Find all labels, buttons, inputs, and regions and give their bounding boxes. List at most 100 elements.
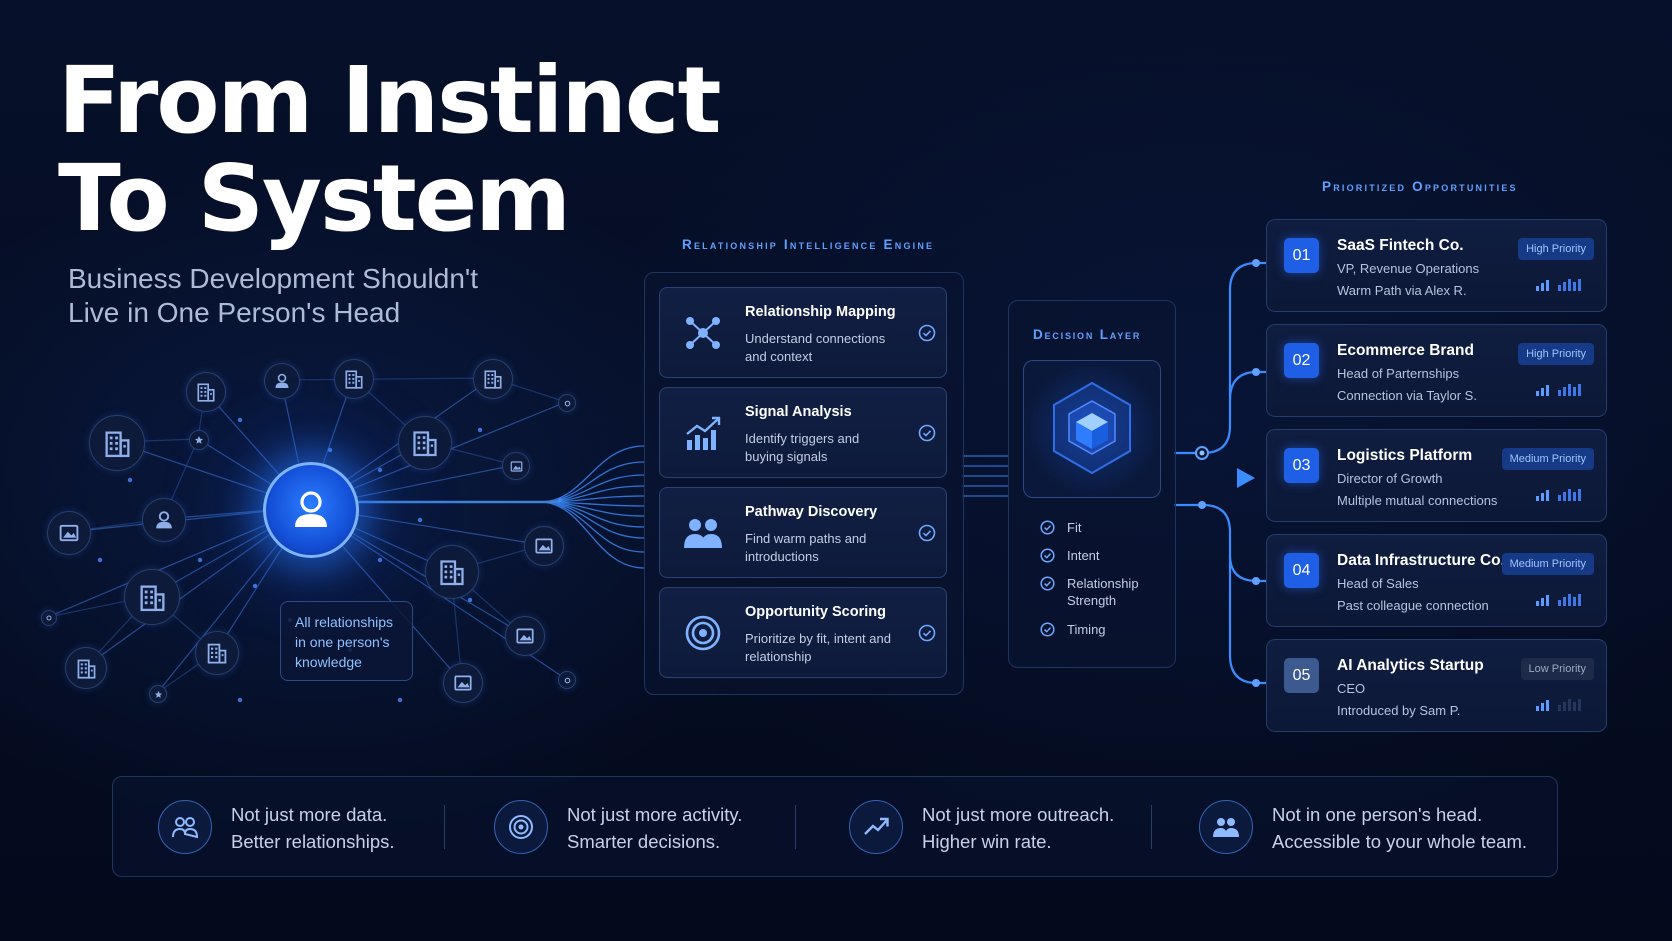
strength-bar <box>1541 598 1544 606</box>
strength-bar <box>1578 594 1581 606</box>
engine-card-title: Pathway Discovery <box>745 504 878 520</box>
strength-bar <box>1573 282 1576 291</box>
strength-bar <box>1563 702 1566 711</box>
signal-strength-icon <box>1536 594 1581 606</box>
hero-subtitle: Business Development Shouldn't Live in O… <box>68 262 588 330</box>
decision-panel: Decision Layer Fit Intent Relationship S… <box>1008 300 1176 668</box>
network-node <box>142 498 186 542</box>
user-icon <box>275 373 289 388</box>
strength-bar <box>1546 490 1549 501</box>
opportunity-connection: Introduced by Sam P. <box>1337 703 1461 718</box>
opportunity-card[interactable]: 05 AI Analytics Startup CEO Introduced b… <box>1266 639 1607 732</box>
benefit-divider <box>1151 805 1152 849</box>
image-icon <box>454 675 472 691</box>
benefit-line2: Smarter decisions. <box>567 831 721 852</box>
network-dot <box>377 557 383 563</box>
criteria-intent: Intent <box>1040 547 1172 564</box>
opportunity-card[interactable]: 01 SaaS Fintech Co. VP, Revenue Operatio… <box>1266 219 1607 312</box>
strength-bar <box>1568 594 1571 606</box>
engine-card-pathway-discovery[interactable]: Pathway Discovery Find warm paths and in… <box>659 487 947 578</box>
network-node <box>524 526 564 566</box>
target-icon <box>685 615 721 651</box>
building-icon <box>104 430 130 457</box>
image-icon <box>510 460 522 472</box>
benefit-line1: Not just more data. <box>231 804 388 825</box>
decision-core <box>1023 360 1161 498</box>
building-icon <box>345 370 363 389</box>
opportunity-card[interactable]: 02 Ecommerce Brand Head of Parternships … <box>1266 324 1607 417</box>
strength-bar <box>1546 700 1549 711</box>
engine-card-desc: Understand connections and context <box>745 331 886 364</box>
engine-card-signal-analysis[interactable]: Signal Analysis Identify triggers and bu… <box>659 387 947 478</box>
strength-bar <box>1563 492 1566 501</box>
rank-number: 05 <box>1284 658 1319 693</box>
hero-title-line2: To System <box>58 145 571 252</box>
engine-card-title: Relationship Mapping <box>745 304 896 320</box>
opportunity-role: Head of Parternships <box>1337 366 1460 381</box>
building-icon <box>77 659 95 679</box>
opportunity-role: CEO <box>1337 681 1366 696</box>
strength-bar <box>1541 283 1544 291</box>
opportunity-card[interactable]: 03 Logistics Platform Director of Growth… <box>1266 429 1607 522</box>
criteria-relationship-strength: Relationship Strength <box>1040 575 1172 609</box>
network-dot <box>477 427 483 433</box>
building-icon <box>207 643 227 664</box>
network-dot <box>397 697 403 703</box>
cube-icon <box>1053 381 1131 475</box>
network-node <box>443 663 483 703</box>
opportunity-role: Director of Growth <box>1337 471 1443 486</box>
engine-card-opportunity-scoring[interactable]: Opportunity Scoring Prioritize by fit, i… <box>659 587 947 678</box>
network-node <box>334 359 374 399</box>
criteria-label: Relationship Strength <box>1067 576 1139 608</box>
benefit-line1: Not in one person's head. <box>1272 804 1483 825</box>
strength-bar <box>1568 699 1571 711</box>
strength-bar <box>1563 597 1566 606</box>
strength-bar <box>1563 387 1566 396</box>
signal-strength-icon <box>1536 279 1581 291</box>
network-node <box>473 359 513 399</box>
strength-bar <box>1578 279 1581 291</box>
priority-badge: Medium Priority <box>1501 448 1594 470</box>
network-node <box>41 610 57 626</box>
network-dot <box>197 557 203 563</box>
opportunity-card[interactable]: 04 Data Infrastructure Co. Head of Sales… <box>1266 534 1607 627</box>
criteria-label: Fit <box>1067 520 1082 535</box>
network-dot <box>252 583 258 589</box>
network-dot <box>417 517 423 523</box>
opportunities-label: Prioritized Opportunities <box>1322 179 1518 194</box>
network-dot <box>127 477 133 483</box>
benefit-divider <box>795 805 796 849</box>
strength-bar <box>1536 391 1539 396</box>
engine-card-relationship-mapping[interactable]: Relationship Mapping Understand connecti… <box>659 287 947 378</box>
dot-icon <box>564 677 570 683</box>
chart-trend-icon <box>686 416 721 450</box>
strength-bar <box>1546 595 1549 606</box>
hero-title: From Instinct To System <box>58 47 721 252</box>
criteria-label: Intent <box>1067 548 1100 563</box>
network-node <box>502 452 530 480</box>
strength-bar <box>1578 699 1581 711</box>
network-link <box>280 377 493 381</box>
strength-bar <box>1578 489 1581 501</box>
opportunity-connection: Warm Path via Alex R. <box>1337 283 1467 298</box>
image-icon <box>59 524 79 542</box>
signal-beam <box>353 485 645 503</box>
dot-icon <box>46 615 52 621</box>
strength-bar <box>1536 496 1539 501</box>
signal-strength-icon <box>1536 384 1581 396</box>
criteria-fit: Fit <box>1040 519 1172 536</box>
network-node <box>149 685 167 703</box>
criteria-timing: Timing <box>1040 621 1172 638</box>
hero-title-line1: From Instinct <box>58 47 721 154</box>
strength-bar <box>1541 703 1544 711</box>
network-node <box>425 545 479 599</box>
network-node <box>264 363 300 399</box>
image-icon <box>535 538 553 554</box>
opportunity-name: Data Infrastructure Co. <box>1337 552 1505 569</box>
strength-bar <box>1568 279 1571 291</box>
strength-bar <box>1568 489 1571 501</box>
people-icon <box>172 817 199 839</box>
building-icon <box>440 560 464 586</box>
priority-badge: High Priority <box>1518 343 1594 365</box>
opportunity-role: VP, Revenue Operations <box>1337 261 1480 276</box>
